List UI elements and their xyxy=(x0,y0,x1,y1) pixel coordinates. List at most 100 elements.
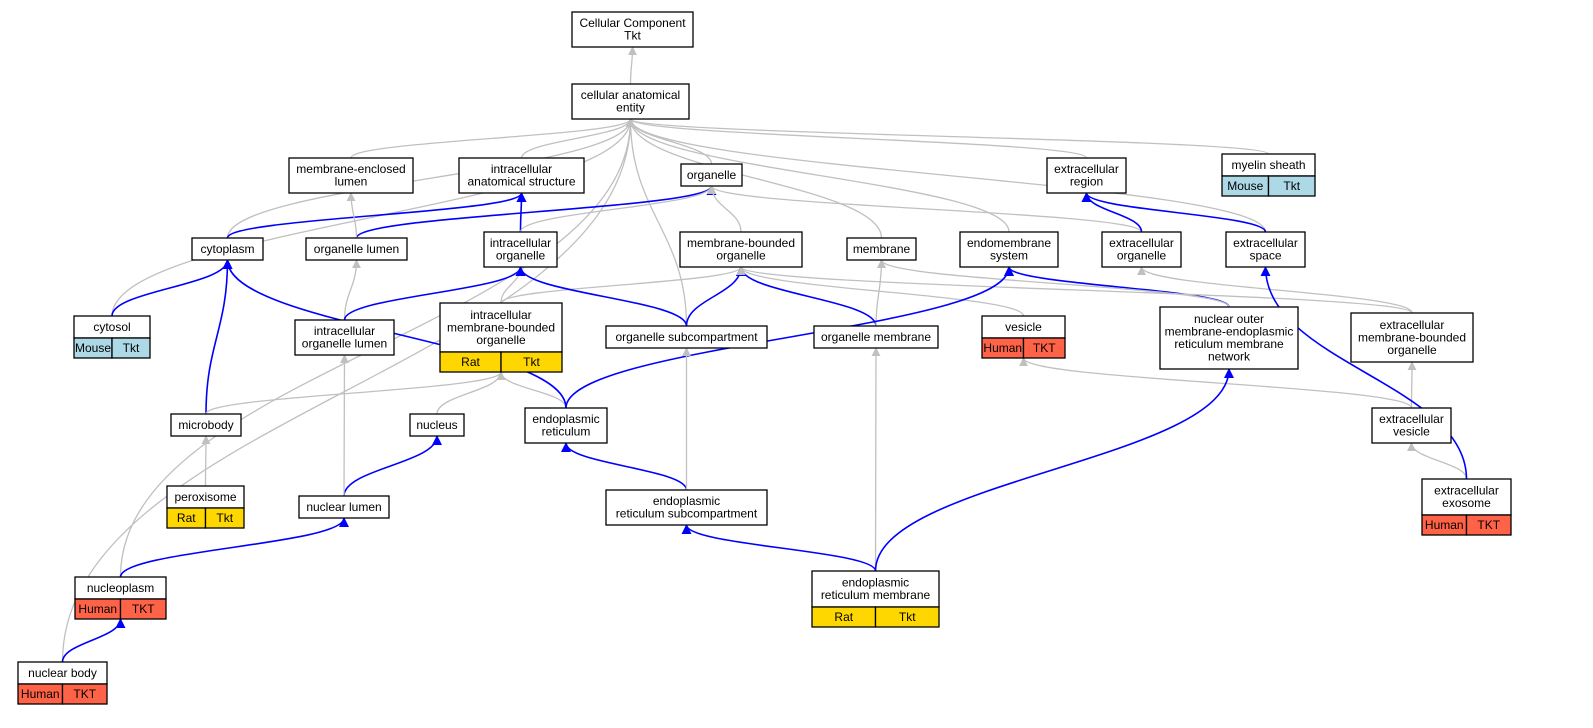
edge-extracellular_space-to-cellular_anatomical_entity xyxy=(626,118,1267,233)
node-label-line: exosome xyxy=(1442,496,1491,510)
node-label-line: endomembrane xyxy=(967,236,1051,250)
node-label-line: cytoplasm xyxy=(200,242,254,256)
node-label-line: intracellular xyxy=(490,236,551,250)
edge-nuclear_lumen-to-nucleus xyxy=(343,435,442,497)
species-tag-label: Rat xyxy=(177,511,196,525)
node-label-line: nucleoplasm xyxy=(87,581,154,595)
node-box xyxy=(846,237,917,261)
node-box xyxy=(605,325,768,349)
node-label-line: reticulum subcompartment xyxy=(616,507,758,521)
node-box xyxy=(1350,312,1474,363)
species-tag-cell xyxy=(1465,514,1512,536)
edge-extracellular_vesicle-to-vesicle xyxy=(1019,357,1413,409)
node-organelle-lumen[interactable]: organelle lumen xyxy=(305,237,408,261)
edge-intracellular_organelle_lumen-to-intracellular_organelle xyxy=(343,266,526,321)
edge-organelle_subcompartment-to-intracellular_organelle xyxy=(515,266,688,327)
node-box xyxy=(813,325,939,349)
node-label-line: cytosol xyxy=(93,320,130,334)
node-organelle[interactable]: organelle xyxy=(680,163,743,187)
node-label-line: membrane-endoplasmic xyxy=(1165,325,1294,339)
node-label-line: extracellular xyxy=(1233,236,1298,250)
edge-er_membrane-to-er_subcompartment xyxy=(681,524,877,572)
node-organelle-subcompartment[interactable]: organelle subcompartment xyxy=(605,325,768,349)
species-tag-label: TKT xyxy=(1477,518,1500,532)
node-label-line: entity xyxy=(616,101,645,115)
edge-peroxisome-to-microbody xyxy=(201,435,211,487)
edge-organelle_membrane-to-membrane_bounded_organelle xyxy=(736,266,877,327)
species-tag-cell xyxy=(111,337,151,359)
node-label-line: extracellular xyxy=(1054,162,1119,176)
species-tag-label: Human xyxy=(983,341,1022,355)
node-box xyxy=(439,302,563,353)
node-intracellular-membrane-bounded-organelle[interactable]: intracellularmembrane-boundedorganelleRa… xyxy=(439,302,563,373)
species-tag-label: TKT xyxy=(73,687,96,701)
species-tag-cell xyxy=(119,598,167,620)
node-label-line: organelle lumen xyxy=(314,242,399,256)
edge-myelin_sheath-to-cellular_anatomical_entity xyxy=(626,118,1270,155)
node-label-line: reticulum xyxy=(542,425,591,439)
edge-membrane-to-cellular_anatomical_entity xyxy=(626,118,883,239)
node-label-line: peroxisome xyxy=(174,490,236,504)
node-cytoplasm[interactable]: cytoplasm xyxy=(191,237,264,261)
node-label-line: region xyxy=(1070,175,1103,189)
node-box xyxy=(679,231,803,268)
edge-organelle_lumen-to-membrane_enclosed_lumen xyxy=(346,192,358,239)
species-tag-label: TKT xyxy=(1033,341,1056,355)
edge-intracellular_organelle-to-organelle xyxy=(519,185,716,233)
node-label-line: nuclear outer xyxy=(1194,312,1264,326)
edge-extracellular_exosome-to-extracellular_vesicle xyxy=(1407,442,1468,480)
node-organelle-membrane[interactable]: organelle membrane xyxy=(813,325,939,349)
species-tag-label: Tkt xyxy=(899,610,916,624)
edge-vesicle-to-membrane_bounded_organelle xyxy=(736,266,1025,317)
node-label-line: microbody xyxy=(178,418,233,432)
node-label-line: intracellular xyxy=(491,162,552,176)
node-membrane[interactable]: membrane xyxy=(846,237,917,261)
species-tag-label: Rat xyxy=(461,355,480,369)
node-microbody[interactable]: microbody xyxy=(170,413,242,437)
node-label-line: space xyxy=(1249,249,1281,263)
node-box xyxy=(294,319,395,356)
edge-organelle_membrane-to-membrane xyxy=(875,259,886,327)
species-tag-label: Human xyxy=(1425,518,1464,532)
species-tag-cell xyxy=(61,683,108,705)
edge-organelle_lumen-to-organelle xyxy=(355,185,717,239)
node-nuclear-outer-membrane[interactable]: nuclear outermembrane-endoplasmicreticul… xyxy=(1159,306,1299,370)
node-label-line: intracellular xyxy=(314,324,375,338)
node-box xyxy=(298,495,390,519)
edge-extracellular_vesicle-to-extracellular_membrane_bounded_organelle xyxy=(1407,361,1417,409)
node-label-line: extracellular xyxy=(1380,318,1445,332)
node-nucleus[interactable]: nucleus xyxy=(409,413,465,437)
species-tag-label: Human xyxy=(78,602,117,616)
node-label-line: endoplasmic xyxy=(842,576,909,590)
node-box xyxy=(605,489,768,526)
node-label-line: reticulum membrane xyxy=(1174,337,1284,351)
edge-extracellular_membrane_bounded_organelle-to-membrane_bounded_organelle xyxy=(736,266,1413,314)
node-nuclear-lumen[interactable]: nuclear lumen xyxy=(298,495,390,519)
node-label-line: membrane-enclosed xyxy=(296,162,405,176)
node-box xyxy=(1225,231,1306,268)
